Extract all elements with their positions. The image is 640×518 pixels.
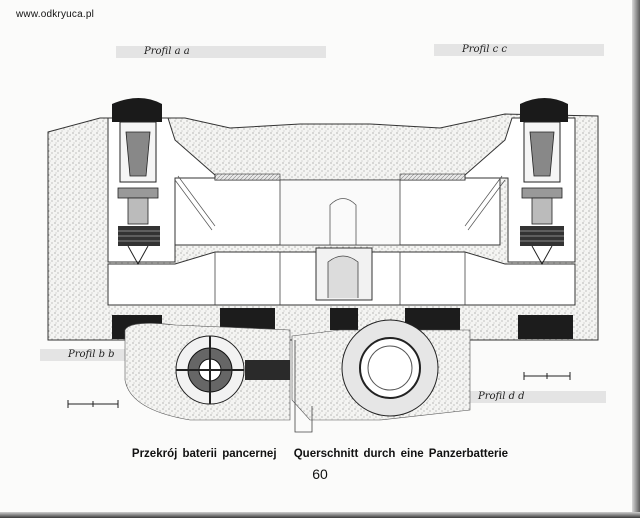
page-edge-right: [632, 0, 640, 518]
right-gun-turret: [464, 98, 576, 266]
figure-caption: Przekrój baterii pancernej Querschnitt d…: [0, 448, 640, 460]
page-number: 60: [312, 466, 328, 482]
caption-polish: Przekrój baterii pancernej: [131, 448, 277, 460]
profile-label-bottom-left: Profil b b: [40, 349, 150, 361]
profile-label-top-right: Profil c c: [434, 44, 604, 56]
profile-label-bottom-right: Profil d d: [450, 391, 606, 403]
scale-bar-right: [523, 372, 571, 380]
site-watermark: www.odkryuca.pl: [16, 9, 95, 20]
battery-cross-section-drawing: [47, 98, 599, 433]
caption-german: Querschnitt durch eine Panzerbatterie: [293, 448, 509, 460]
lower-corridor: [107, 247, 576, 306]
right-plan-view: [291, 319, 471, 433]
left-gun-turret: [107, 98, 216, 266]
page-edge-bottom: [0, 512, 640, 518]
scale-bar-left: [67, 400, 119, 408]
left-plan-view: [124, 323, 291, 421]
central-chamber: [174, 173, 501, 246]
profile-label-top-left: Profil a a: [116, 46, 326, 58]
